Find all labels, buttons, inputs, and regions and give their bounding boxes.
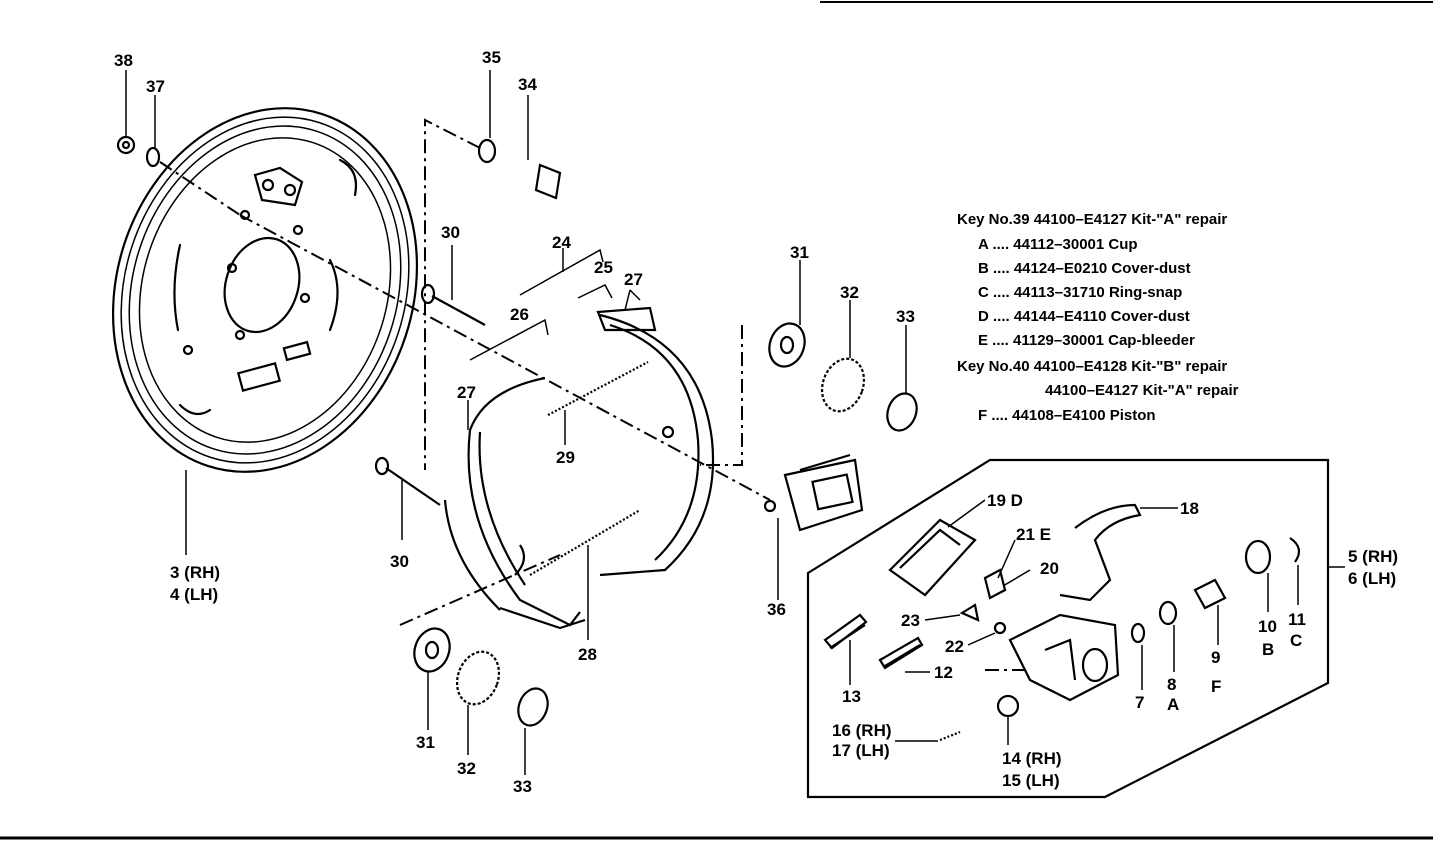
callout-28: 28 [578, 645, 597, 664]
ring-7 [1130, 622, 1146, 690]
callout-11: 11 [1288, 610, 1306, 629]
legend-line-5: D .... 44144–E4110 Cover-dust [978, 308, 1190, 325]
bleeder-21-20 [983, 539, 1031, 600]
callout-26: 26 [510, 305, 529, 324]
callout-25: 25 [594, 258, 613, 277]
pin-30-top [420, 245, 486, 326]
callout-37: 37 [146, 77, 165, 96]
legend-line-7: Key No.40 44100–E4128 Kit-"B" repair [957, 358, 1227, 375]
legend-line-2: A .... 44112–30001 Cup [978, 236, 1138, 253]
screw-23 [924, 603, 980, 622]
bolt-34 [424, 70, 562, 470]
callout-13: 13 [842, 687, 861, 706]
screw-16 [895, 730, 961, 742]
callout-35: 35 [482, 48, 501, 67]
callout-8: 8 [1167, 675, 1176, 694]
callout-18: 18 [1180, 499, 1199, 518]
spring-29 [547, 361, 649, 445]
washer-31-lower [413, 627, 451, 730]
adjuster-36 [763, 453, 864, 600]
callout-31-upper: 31 [790, 243, 809, 262]
spring-32-lower [455, 650, 501, 755]
brake-shoe-rear [443, 376, 586, 630]
spring-32-upper [820, 300, 866, 413]
lever-18 [1059, 503, 1178, 602]
callout-7: 7 [1135, 693, 1144, 712]
callout-23: 23 [901, 611, 920, 630]
callout-labels: 38 37 35 34 3 (RH) 4 (LH) 30 30 24 25 27… [114, 48, 1398, 796]
axis-line [239, 214, 771, 626]
snap-ring-11 [1289, 537, 1301, 605]
callout-3: 3 (RH) [170, 563, 220, 582]
legend-line-4: C .... 44113–31710 Ring-snap [978, 284, 1182, 301]
cylinder-body [985, 613, 1120, 702]
callout-21: 21 E [1016, 525, 1051, 544]
legend-line-8: 44100–E4127 Kit-"A" repair [1045, 382, 1239, 399]
washer-33-upper [886, 325, 918, 432]
dust-cover-19 [888, 499, 986, 597]
spring-28 [529, 509, 641, 640]
callout-32-lower: 32 [457, 759, 476, 778]
callout-12: 12 [934, 663, 953, 682]
callout-19: 19 D [987, 491, 1023, 510]
callout-31-lower: 31 [416, 733, 435, 752]
callout-22: 22 [945, 637, 964, 656]
nut-38-top [116, 70, 136, 155]
legend-line-9: F .... 44108–E4100 Piston [978, 407, 1156, 424]
callout-30-top: 30 [441, 223, 460, 242]
callout-9: 9 [1211, 648, 1220, 667]
callout-30-bottom: 30 [390, 552, 409, 571]
legend-line-3: B .... 44124–E0210 Cover-dust [978, 260, 1191, 277]
callout-17: 17 (LH) [832, 741, 890, 760]
backing-plate [111, 107, 419, 473]
cover-10 [1244, 539, 1272, 612]
clip-12 [878, 636, 930, 673]
callout-10: 10 [1258, 617, 1277, 636]
washer-37 [145, 95, 241, 216]
washer-22 [967, 621, 1007, 646]
callout-11-sub: C [1290, 631, 1302, 650]
brake-shoe-front [596, 289, 715, 577]
piston-9 [1193, 578, 1227, 645]
callout-14: 14 (RH) [1002, 749, 1062, 768]
callout-32-upper: 32 [840, 283, 859, 302]
callout-10-sub: B [1262, 640, 1274, 659]
leader-brackets [467, 248, 613, 430]
callout-20: 20 [1040, 559, 1059, 578]
callout-38-top: 38 [114, 51, 133, 70]
nut-14 [996, 694, 1020, 745]
callout-24: 24 [552, 233, 571, 252]
callout-27-left: 27 [457, 383, 476, 402]
callout-36: 36 [767, 600, 786, 619]
callout-8-sub: A [1167, 695, 1179, 714]
legend-line-6: E .... 41129–30001 Cap-bleeder [978, 332, 1195, 349]
wheel-cylinder-inset [806, 458, 1345, 799]
washer-31-upper [768, 260, 806, 368]
legend-line-1: Key No.39 44100–E4127 Kit-"A" repair [957, 211, 1227, 228]
pin-30-bottom [374, 456, 441, 540]
parts-legend: Key No.39 44100–E4127 Kit-"A" repair A .… [957, 211, 1239, 424]
callout-15: 15 (LH) [1002, 771, 1060, 790]
callout-5: 5 (RH) [1348, 547, 1398, 566]
callout-33-upper: 33 [896, 307, 915, 326]
callout-16: 16 (RH) [832, 721, 892, 740]
callout-4: 4 (LH) [170, 585, 218, 604]
clip-13 [823, 613, 868, 685]
callout-33-lower: 33 [513, 777, 532, 796]
cup-8 [1158, 600, 1178, 672]
callout-6: 6 (LH) [1348, 569, 1396, 588]
washer-33-lower [517, 687, 549, 775]
callout-27-top: 27 [624, 270, 643, 289]
callout-34: 34 [518, 75, 537, 94]
callout-9-sub: F [1211, 677, 1221, 696]
callout-29: 29 [556, 448, 575, 467]
